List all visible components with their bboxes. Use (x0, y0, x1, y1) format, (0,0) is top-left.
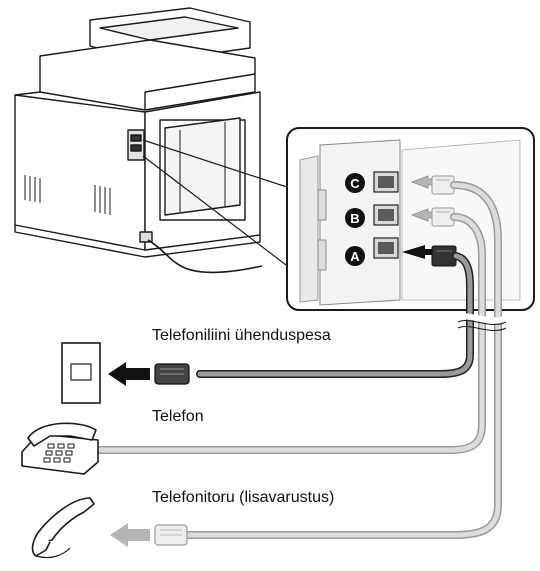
telephone-label: Telefon (152, 408, 204, 425)
printer-illustration (14, 7, 261, 258)
telephone-icon (21, 422, 99, 475)
plug-wall (154, 363, 190, 385)
arrow-to-handset (110, 523, 150, 547)
port-b (373, 204, 399, 226)
plug-port-c (431, 175, 455, 195)
handset-label: Telefonitoru (lisavarustus) (152, 489, 334, 506)
handset-icon (31, 497, 95, 559)
power-cord (147, 239, 263, 274)
port-label-b-badge: B (345, 208, 365, 228)
cable-break-mark (456, 313, 508, 332)
cable-telephone (82, 214, 485, 453)
port-label-a-badge: A (345, 246, 365, 266)
port-c (373, 171, 399, 193)
cable-line (197, 253, 473, 377)
port-label-c-badge: C (345, 173, 365, 193)
wall-jack (61, 342, 101, 404)
wall-jack-label: Telefoniliini ühenduspesa (152, 327, 331, 344)
arrow-to-wall-jack (108, 362, 150, 386)
port-label-a: A (350, 249, 360, 264)
arrow-to-port-a (402, 245, 438, 259)
cable-handset (182, 182, 501, 538)
cables (81, 181, 502, 539)
plug-port-a (431, 245, 457, 267)
zoom-lines (142, 139, 291, 269)
plug-handset (154, 524, 188, 546)
port-label-c: C (350, 176, 360, 191)
port-a (373, 237, 399, 259)
port-label-b: B (350, 211, 359, 226)
